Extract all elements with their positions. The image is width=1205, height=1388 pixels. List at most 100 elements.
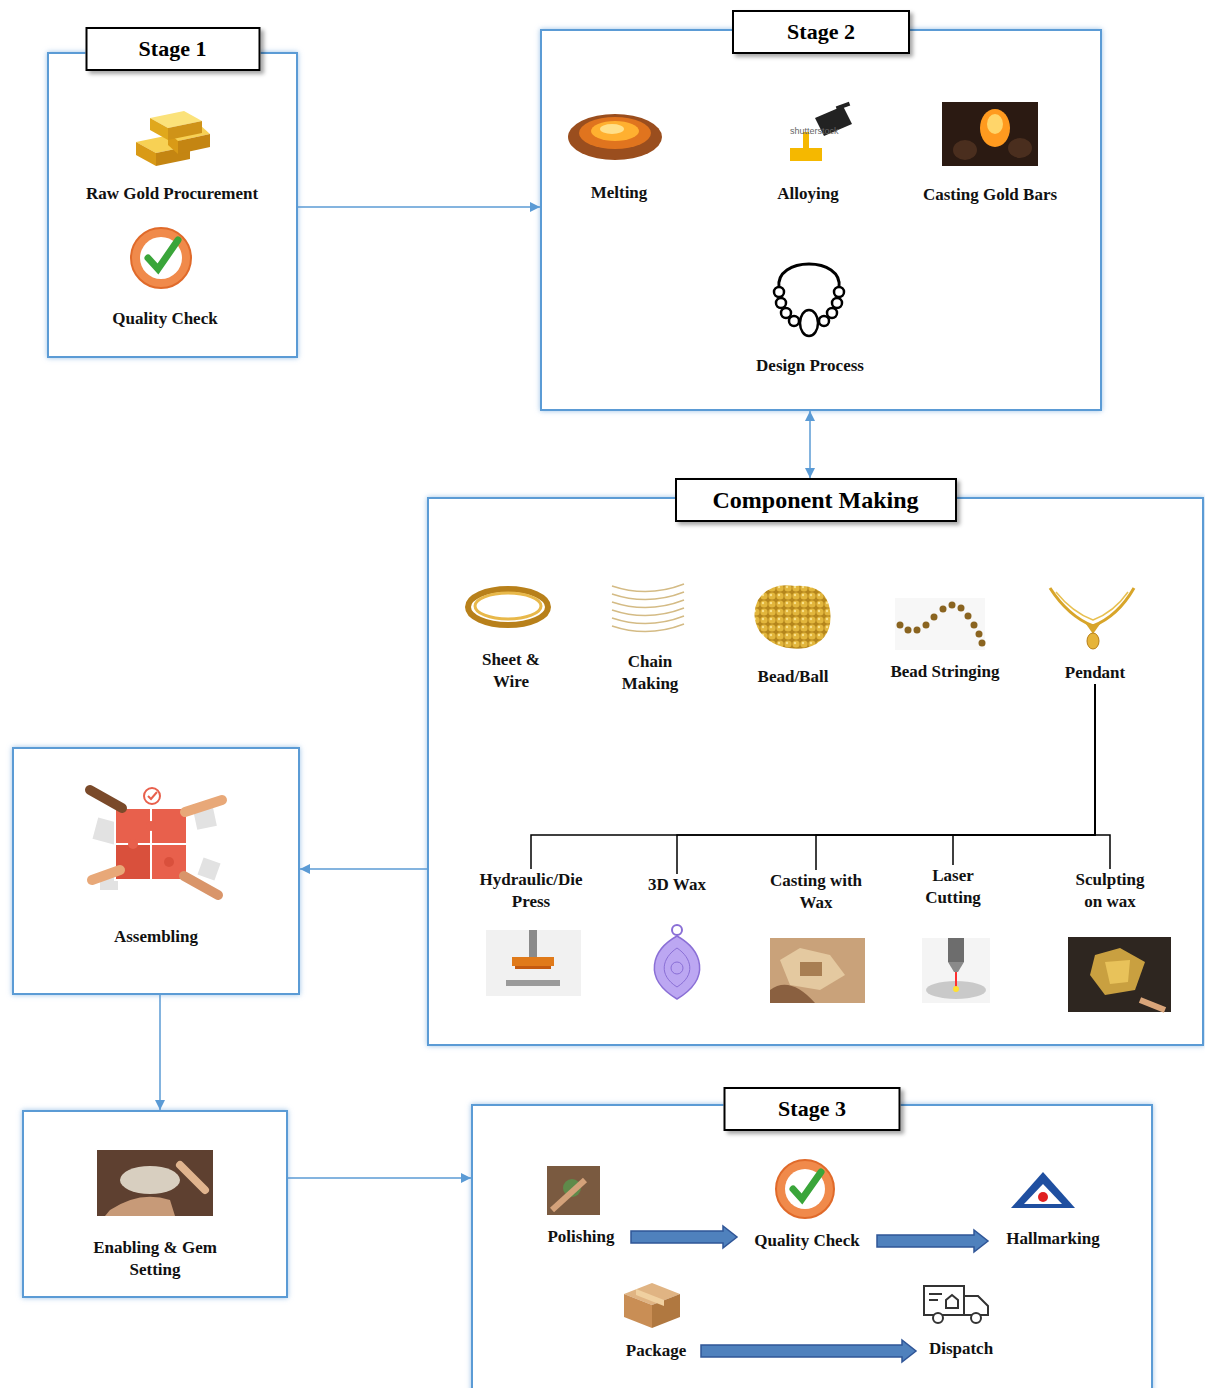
arrow-head bbox=[530, 202, 540, 212]
step-label: Hallmarking bbox=[988, 1228, 1118, 1250]
arrow-head bbox=[461, 1173, 471, 1183]
process-step: Hydraulic/Die Press bbox=[466, 869, 596, 913]
step-label: Quality Check bbox=[737, 1230, 877, 1252]
connector-line bbox=[298, 206, 540, 208]
step-label: Casting with Wax bbox=[759, 870, 874, 914]
connector bbox=[631, 1226, 737, 1248]
panel-label: Enabling & Gem Setting bbox=[80, 1237, 230, 1281]
press-icon bbox=[486, 930, 581, 996]
process-step: Melting bbox=[564, 182, 674, 204]
stage-panel: Component MakingSheet & WireChain Making… bbox=[427, 497, 1204, 1046]
process-step: Quality Check bbox=[90, 308, 240, 330]
connector bbox=[531, 684, 1095, 869]
tree-line bbox=[816, 684, 1095, 870]
wax-casting-icon bbox=[770, 938, 865, 1003]
step-label: Raw Gold Procurement bbox=[62, 183, 282, 205]
connector bbox=[677, 684, 1095, 874]
connector bbox=[300, 864, 427, 874]
connector-line bbox=[159, 995, 161, 1110]
tree-line bbox=[953, 684, 1095, 865]
quality-badge-icon bbox=[776, 1160, 834, 1218]
stage-heading: Stage 2 bbox=[732, 10, 910, 54]
beads-icon bbox=[754, 585, 830, 648]
stage-heading: Stage 1 bbox=[85, 27, 260, 71]
step-label: Laser Cutting bbox=[915, 865, 991, 909]
step-label: Pendant bbox=[1050, 662, 1140, 684]
chains-icon bbox=[612, 584, 684, 632]
connector bbox=[298, 202, 540, 212]
process-step: Polishing bbox=[531, 1226, 631, 1248]
process-step: Sculpting on wax bbox=[1065, 869, 1155, 913]
panel-label: Assembling bbox=[76, 926, 236, 948]
stage-panel: Assembling bbox=[12, 747, 300, 995]
stage-panel: Enabling & Gem Setting bbox=[22, 1110, 288, 1298]
block-arrow bbox=[877, 1230, 988, 1252]
process-step: Quality Check bbox=[737, 1230, 877, 1252]
step-label: Casting Gold Bars bbox=[900, 184, 1080, 206]
package-icon bbox=[624, 1283, 680, 1328]
necklace-icon bbox=[774, 264, 844, 336]
arrow-head bbox=[805, 411, 815, 421]
pendant-icon bbox=[1050, 588, 1134, 649]
step-label: Alloying bbox=[753, 183, 863, 205]
stage-heading: Component Making bbox=[675, 478, 957, 522]
process-step: Hallmarking bbox=[988, 1228, 1118, 1250]
block-arrow bbox=[631, 1226, 737, 1248]
puzzle-icon bbox=[90, 788, 222, 895]
step-label: Bead/Ball bbox=[743, 666, 843, 688]
tree-line bbox=[1095, 684, 1110, 869]
block-arrow bbox=[701, 1340, 916, 1362]
casting-bars-icon bbox=[942, 102, 1038, 166]
watermark-text: shutterstock bbox=[790, 126, 839, 136]
connector-line bbox=[288, 1177, 471, 1179]
arrow-head bbox=[805, 468, 815, 478]
connector-line bbox=[809, 411, 811, 478]
process-step: Pendant bbox=[1050, 662, 1140, 684]
stage-heading: Stage 3 bbox=[724, 1087, 901, 1131]
gem-setting-photo bbox=[97, 1150, 213, 1216]
wax-model-icon bbox=[654, 925, 699, 999]
alloying-icon bbox=[790, 102, 852, 161]
step-label: Melting bbox=[564, 182, 674, 204]
polishing-photo bbox=[547, 1166, 600, 1215]
sculpting-icon bbox=[1068, 937, 1171, 1012]
connector bbox=[288, 1173, 471, 1183]
process-step: 3D Wax bbox=[637, 874, 717, 896]
hallmark-logo bbox=[1011, 1172, 1075, 1208]
step-label: Quality Check bbox=[90, 308, 240, 330]
arrow-head bbox=[155, 1100, 165, 1110]
process-step: Alloying bbox=[753, 183, 863, 205]
connector bbox=[805, 411, 815, 478]
step-label: Dispatch bbox=[916, 1338, 1006, 1360]
stage-panel: Stage 2MeltingAlloyingCasting Gold BarsD… bbox=[540, 29, 1102, 411]
step-label: Hydraulic/Die Press bbox=[466, 869, 596, 913]
process-step: Casting with Wax bbox=[759, 870, 874, 914]
bead-string-icon bbox=[895, 598, 986, 650]
gold-bars-icon bbox=[136, 111, 210, 166]
process-step: Sheet & Wire bbox=[471, 649, 551, 693]
process-step: Bead Stringing bbox=[870, 661, 1020, 683]
stage-panel: Stage 3PolishingQuality CheckHallmarking… bbox=[471, 1104, 1153, 1388]
process-step: Dispatch bbox=[916, 1338, 1006, 1360]
process-step: Casting Gold Bars bbox=[900, 184, 1080, 206]
step-label: Polishing bbox=[531, 1226, 631, 1248]
step-label: Sheet & Wire bbox=[471, 649, 551, 693]
process-step: Package bbox=[611, 1340, 701, 1362]
process-step: Raw Gold Procurement bbox=[62, 183, 282, 205]
truck-icon bbox=[924, 1286, 988, 1323]
quality-badge-icon bbox=[131, 228, 191, 288]
step-label: Package bbox=[611, 1340, 701, 1362]
step-label: 3D Wax bbox=[637, 874, 717, 896]
wire-coil-icon bbox=[468, 589, 548, 625]
step-label: Chain Making bbox=[610, 651, 690, 695]
process-step: Laser Cutting bbox=[915, 865, 991, 909]
step-label: Bead Stringing bbox=[870, 661, 1020, 683]
process-step: Chain Making bbox=[610, 651, 690, 695]
tree-line bbox=[677, 684, 1095, 874]
step-label: Design Process bbox=[725, 355, 895, 377]
process-step: Design Process bbox=[725, 355, 895, 377]
connector-line bbox=[300, 868, 427, 870]
